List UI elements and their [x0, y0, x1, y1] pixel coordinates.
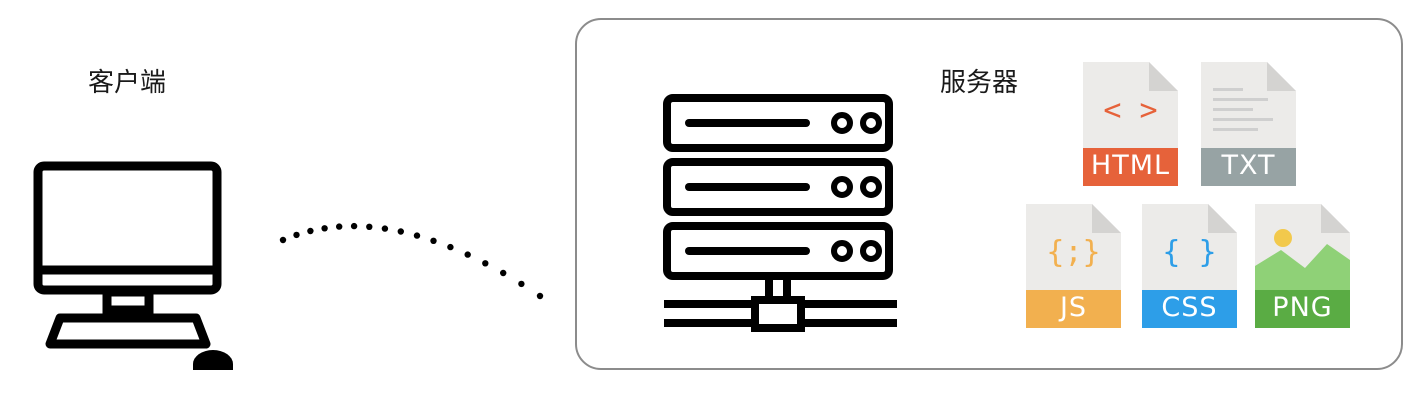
connection-dots: [279, 222, 544, 300]
connection-dot: [397, 228, 404, 235]
connection-dot: [464, 251, 471, 258]
connection-dot: [500, 269, 507, 277]
connection-dot: [482, 260, 489, 267]
connection-dot: [350, 222, 358, 230]
connection-dot: [430, 237, 437, 244]
html-file-icon: < > HTML: [1083, 62, 1178, 186]
client-label: 客户端: [88, 68, 167, 98]
connection-dot: [381, 225, 389, 232]
connection-dot: [518, 280, 525, 288]
connection-dot: [366, 223, 373, 230]
computer-icon: [33, 161, 233, 370]
connection-dot: [279, 236, 287, 244]
connection-dot: [536, 292, 544, 300]
js-file-label: JS: [1059, 292, 1088, 323]
html-glyph: < >: [1103, 93, 1157, 128]
css-file-icon: { } CSS: [1142, 204, 1237, 328]
server-label: 服务器: [940, 68, 1019, 98]
server-container: [575, 18, 1403, 370]
txt-file-icon: TXT: [1201, 62, 1296, 186]
png-file-icon: PNG: [1255, 204, 1350, 328]
css-glyph: { }: [1162, 235, 1216, 270]
connection-dot: [447, 243, 454, 251]
txt-file-label: TXT: [1221, 150, 1276, 181]
connection-dot: [321, 225, 328, 232]
js-glyph: {;}: [1046, 235, 1100, 270]
connection-dot: [307, 227, 314, 235]
connection-dot: [336, 223, 343, 230]
js-file-icon: {;} JS: [1026, 204, 1121, 328]
connection-dot: [293, 231, 300, 239]
css-file-label: CSS: [1161, 292, 1218, 323]
html-file-label: HTML: [1090, 150, 1171, 181]
connection-dot: [413, 232, 421, 239]
png-file-label: PNG: [1272, 292, 1333, 323]
